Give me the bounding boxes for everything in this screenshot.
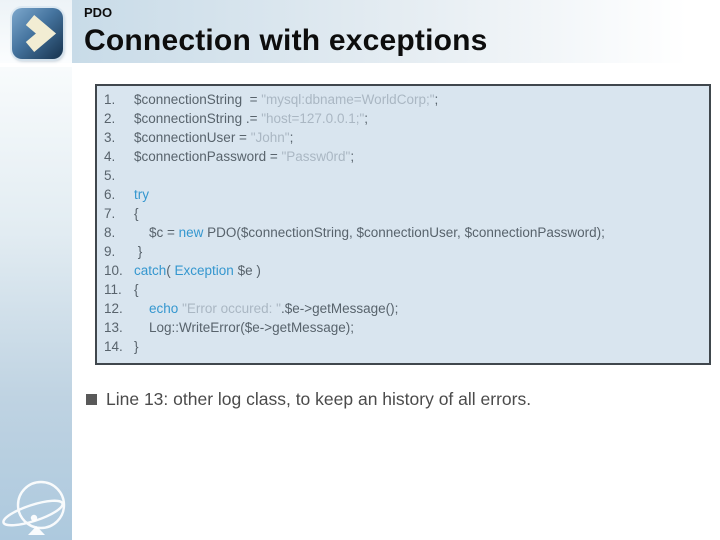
code-tokens: { xyxy=(134,282,139,297)
code-tokens: $connectionString = "mysql:dbname=WorldC… xyxy=(134,92,439,107)
code-tokens: echo "Error occured: ".$e->getMessage(); xyxy=(149,301,399,316)
code-line: 11. { xyxy=(104,280,709,299)
code-tokens: $connectionUser = "John"; xyxy=(134,130,294,145)
next-chevron-icon xyxy=(12,8,63,59)
code-line: 6. try xyxy=(104,185,709,204)
left-sidebar-decoration xyxy=(0,67,72,540)
slide-kicker: PDO xyxy=(84,5,113,20)
code-tokens: Log::WriteError($e->getMessage); xyxy=(134,320,354,335)
line-number: 3. xyxy=(104,130,116,145)
code-tokens: $connectionPassword = "Passw0rd"; xyxy=(134,149,355,164)
line-number: 10. xyxy=(104,263,123,278)
code-line: 7. { xyxy=(104,204,709,223)
code-line: 5. xyxy=(104,166,709,185)
code-tokens: } xyxy=(134,339,139,354)
square-bullet-icon xyxy=(86,394,97,405)
code-tokens: } xyxy=(134,244,143,259)
code-line: 10. catch( Exception $e ) xyxy=(104,261,709,280)
chevron-glyph xyxy=(25,15,57,52)
line-number: 9. xyxy=(104,244,116,259)
bullet-text: Line 13: other log class, to keep an his… xyxy=(106,389,532,409)
code-box: 1. $connectionString = "mysql:dbname=Worl… xyxy=(95,84,711,365)
header: PDO Connection with exceptions xyxy=(72,0,720,63)
orbit-globe-icon xyxy=(2,480,66,535)
code-line: 1. $connectionString = "mysql:dbname=Worl… xyxy=(104,90,709,109)
line-number: 1. xyxy=(104,92,116,107)
code-line: 2. $connectionString .= "host=127.0.0.1;"… xyxy=(104,109,709,128)
bullet-item: Line 13: other log class, to keep an his… xyxy=(86,388,696,411)
line-number: 6. xyxy=(104,187,116,202)
code-line: 3. $connectionUser = "John"; xyxy=(104,128,709,147)
line-number: 5. xyxy=(104,168,116,183)
code-tokens: $connectionString .= "host=127.0.0.1;"; xyxy=(134,111,369,126)
line-number: 2. xyxy=(104,111,116,126)
line-number: 12. xyxy=(104,301,123,316)
code-line: 9. } xyxy=(104,242,709,261)
line-number: 11. xyxy=(104,282,122,297)
line-number: 4. xyxy=(104,149,116,164)
page-title: Connection with exceptions xyxy=(84,24,488,57)
line-number: 7. xyxy=(104,206,116,221)
code-line: 8. $c = new PDO($connectionString, $conn… xyxy=(104,223,709,242)
line-number: 13. xyxy=(104,320,123,335)
code-line: 12. echo "Error occured: ".$e->getMessag… xyxy=(104,299,709,318)
line-number: 8. xyxy=(104,225,116,240)
code-tokens: try xyxy=(134,187,149,202)
code-line: 13. Log::WriteError($e->getMessage); xyxy=(104,318,709,337)
code-line: 14.} xyxy=(104,337,709,356)
code-tokens: catch( Exception $e ) xyxy=(134,263,261,278)
code-lines: 1. $connectionString = "mysql:dbname=Worl… xyxy=(104,90,709,356)
code-line: 4. $connectionPassword = "Passw0rd"; xyxy=(104,147,709,166)
line-number: 14. xyxy=(104,339,123,354)
code-tokens: $c = new PDO($connectionString, $connect… xyxy=(134,225,605,240)
code-tokens: { xyxy=(134,206,139,221)
